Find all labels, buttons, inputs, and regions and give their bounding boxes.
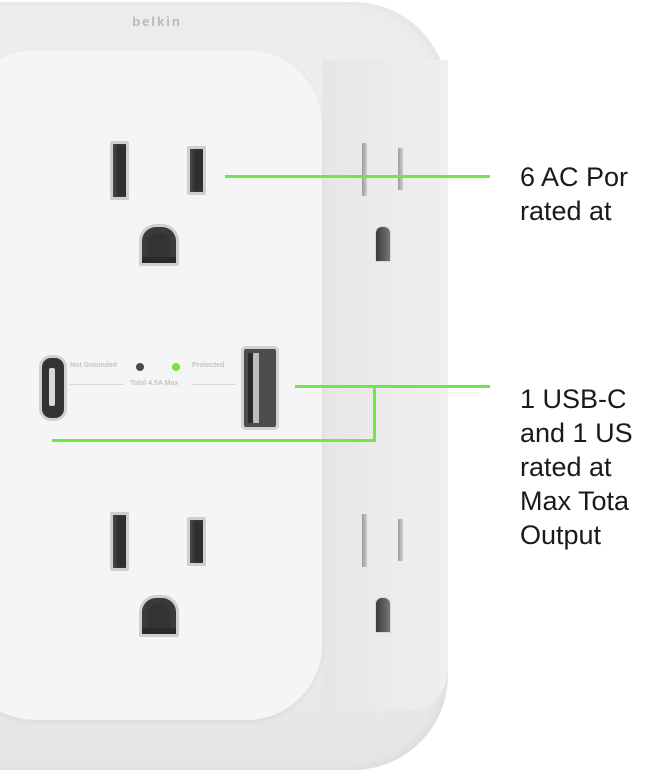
usb-callout-line-5: Output xyxy=(520,520,602,550)
ac-callout-line xyxy=(225,175,490,178)
usb-ports-callout: 1 USB-C and 1 US rated at Max Tota Outpu… xyxy=(520,382,633,552)
bottom-outlet-hot-slot xyxy=(110,512,129,571)
divider-left xyxy=(70,384,124,385)
usb-callout-line-2: and 1 US xyxy=(520,418,633,448)
not-grounded-led xyxy=(136,363,144,371)
side-outlet-top-neutral-slot xyxy=(398,148,403,190)
bottom-outlet-ground xyxy=(139,595,179,637)
usb-callout-line-main xyxy=(295,385,490,388)
not-grounded-label: Not Grounded xyxy=(70,362,118,369)
top-outlet-hot-slot xyxy=(110,141,129,200)
side-outlet-bottom-hot-slot xyxy=(362,514,367,567)
usb-callout-line-vertical xyxy=(373,385,376,442)
ac-callout-line-1: 6 AC Por xyxy=(520,162,629,192)
side-outlet-top-hot-slot xyxy=(362,143,367,196)
bottom-outlet-neutral-slot xyxy=(187,517,206,566)
total-rating-label: Total 4.5A Max xyxy=(130,380,179,387)
protected-led xyxy=(172,363,180,371)
ac-ports-callout: 6 AC Por rated at xyxy=(520,160,628,228)
ac-callout-line-2: rated at xyxy=(520,196,612,226)
usb-callout-line-1: 1 USB-C xyxy=(520,384,627,414)
top-outlet-neutral-slot xyxy=(187,146,206,195)
usb-callout-line-lower xyxy=(52,439,376,442)
protected-label: Protected xyxy=(192,362,225,369)
usb-callout-line-3: rated at xyxy=(520,452,612,482)
side-outlet-bottom-neutral-slot xyxy=(398,519,403,561)
side-outlet-bottom-ground xyxy=(375,597,391,633)
usb-callout-line-4: Max Tota xyxy=(520,486,630,516)
usb-c-port xyxy=(39,355,67,421)
usb-a-port xyxy=(241,346,279,430)
side-outlet-top-ground xyxy=(375,226,391,262)
divider-right xyxy=(192,384,236,385)
brand-logo: belkin xyxy=(132,14,182,29)
top-outlet-ground xyxy=(139,224,179,266)
